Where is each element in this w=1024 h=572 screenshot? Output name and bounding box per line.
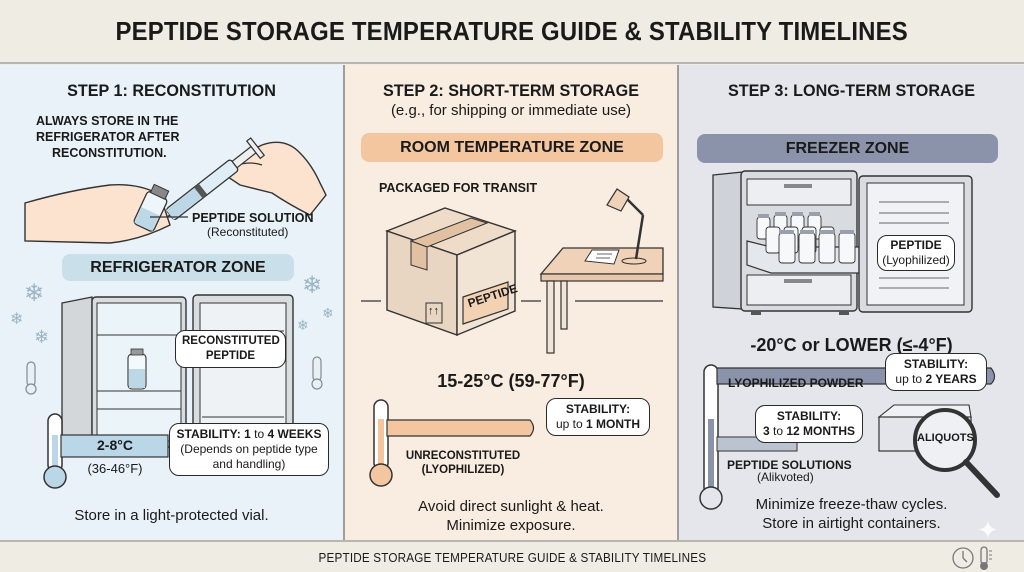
sparkle-icon: ✦ xyxy=(977,515,999,545)
step3-panel: STEP 3: LONG-TERM STORAGE FREEZER ZONE xyxy=(679,65,1024,545)
footer-bar: PEPTIDE STORAGE TEMPERATURE GUIDE & STAB… xyxy=(0,540,1024,572)
freezer-temp-range: -20°C or LOWER (≤-4°F) xyxy=(750,335,953,355)
step2-subtitle: (e.g., for shipping or immediate use) xyxy=(390,102,632,119)
fridge-thermometer xyxy=(43,413,169,489)
transit-label: PACKAGED FOR TRANSIT xyxy=(379,181,538,195)
callout-line: PEPTIDE xyxy=(205,350,256,362)
aliquots-label: ALIQUOTS xyxy=(917,432,974,444)
stability-label: STABILITY: xyxy=(565,402,631,416)
stability-value: 2 YEARS xyxy=(925,372,977,386)
step3-footer-note: Minimize freeze-thaw cycles. Store in ai… xyxy=(679,495,1024,533)
snowflake-icon: ❄ xyxy=(10,311,24,328)
callout-title: PEPTIDE xyxy=(890,238,942,252)
room-temperature-zone-label: ROOM TEMPERATURE ZONE xyxy=(361,133,663,162)
instruction-line: REFRIGERATOR AFTER xyxy=(36,130,180,144)
refrigerator-zone-label: REFRIGERATOR ZONE xyxy=(62,254,294,281)
snowflake-icon: ❄ xyxy=(302,272,323,299)
footer-line: Store in airtight containers. xyxy=(762,515,941,532)
stability-min: 3 xyxy=(762,424,770,438)
this-side-up-icon: ↑↑ xyxy=(428,305,439,317)
footer-line: Minimize freeze-thaw cycles. xyxy=(755,496,948,513)
stability-max: 12 MONTHS xyxy=(786,424,856,438)
peptide-solutions-label: PEPTIDE SOLUTIONS xyxy=(727,458,852,472)
freezer-thermometer xyxy=(699,364,1000,510)
vial-label: PEPTIDE SOLUTION (Reconstituted) xyxy=(192,211,342,239)
snowflake-icon: ❄ xyxy=(297,317,309,333)
room-stability-callout: STABILITY: up to 1 MONTH xyxy=(546,398,650,436)
stability-to: to xyxy=(772,424,783,438)
footer-line: Avoid direct sunlight & heat. xyxy=(418,498,604,515)
peptide-solutions-sub: (Alikvoted) xyxy=(757,470,814,484)
stability-label: STABILITY: xyxy=(776,409,842,423)
stability-value: 1 MONTH xyxy=(586,417,641,431)
fridge-temp-c: 2-8°C xyxy=(97,437,133,453)
stability-prefix: up to xyxy=(555,417,583,431)
stability-note: (Depends on peptide type xyxy=(180,442,318,456)
snowflake-icon: ❄ xyxy=(24,280,45,307)
fridge-stability-callout: STABILITY: 1 to 4 WEEKS (Depends on pept… xyxy=(169,423,329,476)
step2-title: STEP 2: SHORT-TERM STORAGE xyxy=(382,81,640,100)
snowflake-icon: ❄ xyxy=(322,305,334,321)
step2-footer-note: Avoid direct sunlight & heat. Minimize e… xyxy=(345,497,677,535)
reconstituted-peptide-callout: RECONSTITUTED PEPTIDE xyxy=(175,330,286,368)
panels: STEP 1: RECONSTITUTION ALWAYS STORE IN T… xyxy=(0,65,1024,545)
stability-note: and handling) xyxy=(212,457,286,471)
freezer-peptide-callout: PEPTIDE (Lyophilized) xyxy=(877,235,955,271)
step3-title: STEP 3: LONG-TERM STORAGE xyxy=(727,81,976,100)
vial-label-title: PEPTIDE SOLUTION xyxy=(192,211,314,225)
footer-line: Minimize exposure. xyxy=(446,517,576,534)
solution-stability-callout: STABILITY: 3 to 12 MONTHS xyxy=(755,405,863,443)
clock-icon xyxy=(952,547,974,569)
box-desk-illustration xyxy=(361,188,664,354)
room-thermometer xyxy=(369,399,535,487)
bar-label-line: UNRECONSTITUTED xyxy=(405,450,521,462)
step1-footer-note: Store in a light-protected vial. xyxy=(74,507,269,524)
page-title: PEPTIDE STORAGE TEMPERATURE GUIDE & STAB… xyxy=(115,15,909,46)
powder-stability-callout: STABILITY: up to 2 YEARS xyxy=(885,353,987,391)
stability-label: STABILITY: xyxy=(903,357,969,371)
footer-caption: PEPTIDE STORAGE TEMPERATURE GUIDE & STAB… xyxy=(318,549,706,565)
syringe-hands-illustration xyxy=(24,137,327,244)
step1-title: STEP 1: RECONSTITUTION xyxy=(67,81,276,100)
stability-prefix: up to xyxy=(895,372,923,386)
unreconstituted-label: UNRECONSTITUTED (LYOPHILIZED) xyxy=(403,449,523,477)
instruction-line: RECONSTITUTION. xyxy=(52,146,167,160)
header: PEPTIDE STORAGE TEMPERATURE GUIDE & STAB… xyxy=(0,0,1024,64)
lyophilized-powder-label: LYOPHILIZED POWDER xyxy=(728,376,864,390)
stability-max: 4 WEEKS xyxy=(267,427,322,441)
callout-line: RECONSTITUTED xyxy=(182,335,280,347)
step1-panel: STEP 1: RECONSTITUTION ALWAYS STORE IN T… xyxy=(0,65,345,540)
snowflake-icon: ❄ xyxy=(34,327,50,347)
stability-label: STABILITY: xyxy=(176,427,241,441)
stability-to: to xyxy=(254,427,265,441)
step1-instruction: ALWAYS STORE IN THE REFRIGERATOR AFTER R… xyxy=(36,113,216,161)
stability-min: 1 xyxy=(244,427,251,441)
footer-icons xyxy=(952,546,992,570)
step2-panel: STEP 2: SHORT-TERM STORAGE (e.g., for sh… xyxy=(345,65,679,540)
fridge-temp-f: (36-46°F) xyxy=(87,461,143,476)
thermometer-icon xyxy=(980,546,992,570)
instruction-line: ALWAYS STORE IN THE xyxy=(36,114,179,128)
bar-label-line: (LYOPHILIZED) xyxy=(421,464,505,476)
freezer-zone-label: FREEZER ZONE xyxy=(697,134,998,163)
vial-label-sub: (Reconstituted) xyxy=(207,225,289,239)
callout-sub: (Lyophilized) xyxy=(882,253,950,267)
room-temp-range: 15-25°C (59-77°F) xyxy=(437,371,585,391)
